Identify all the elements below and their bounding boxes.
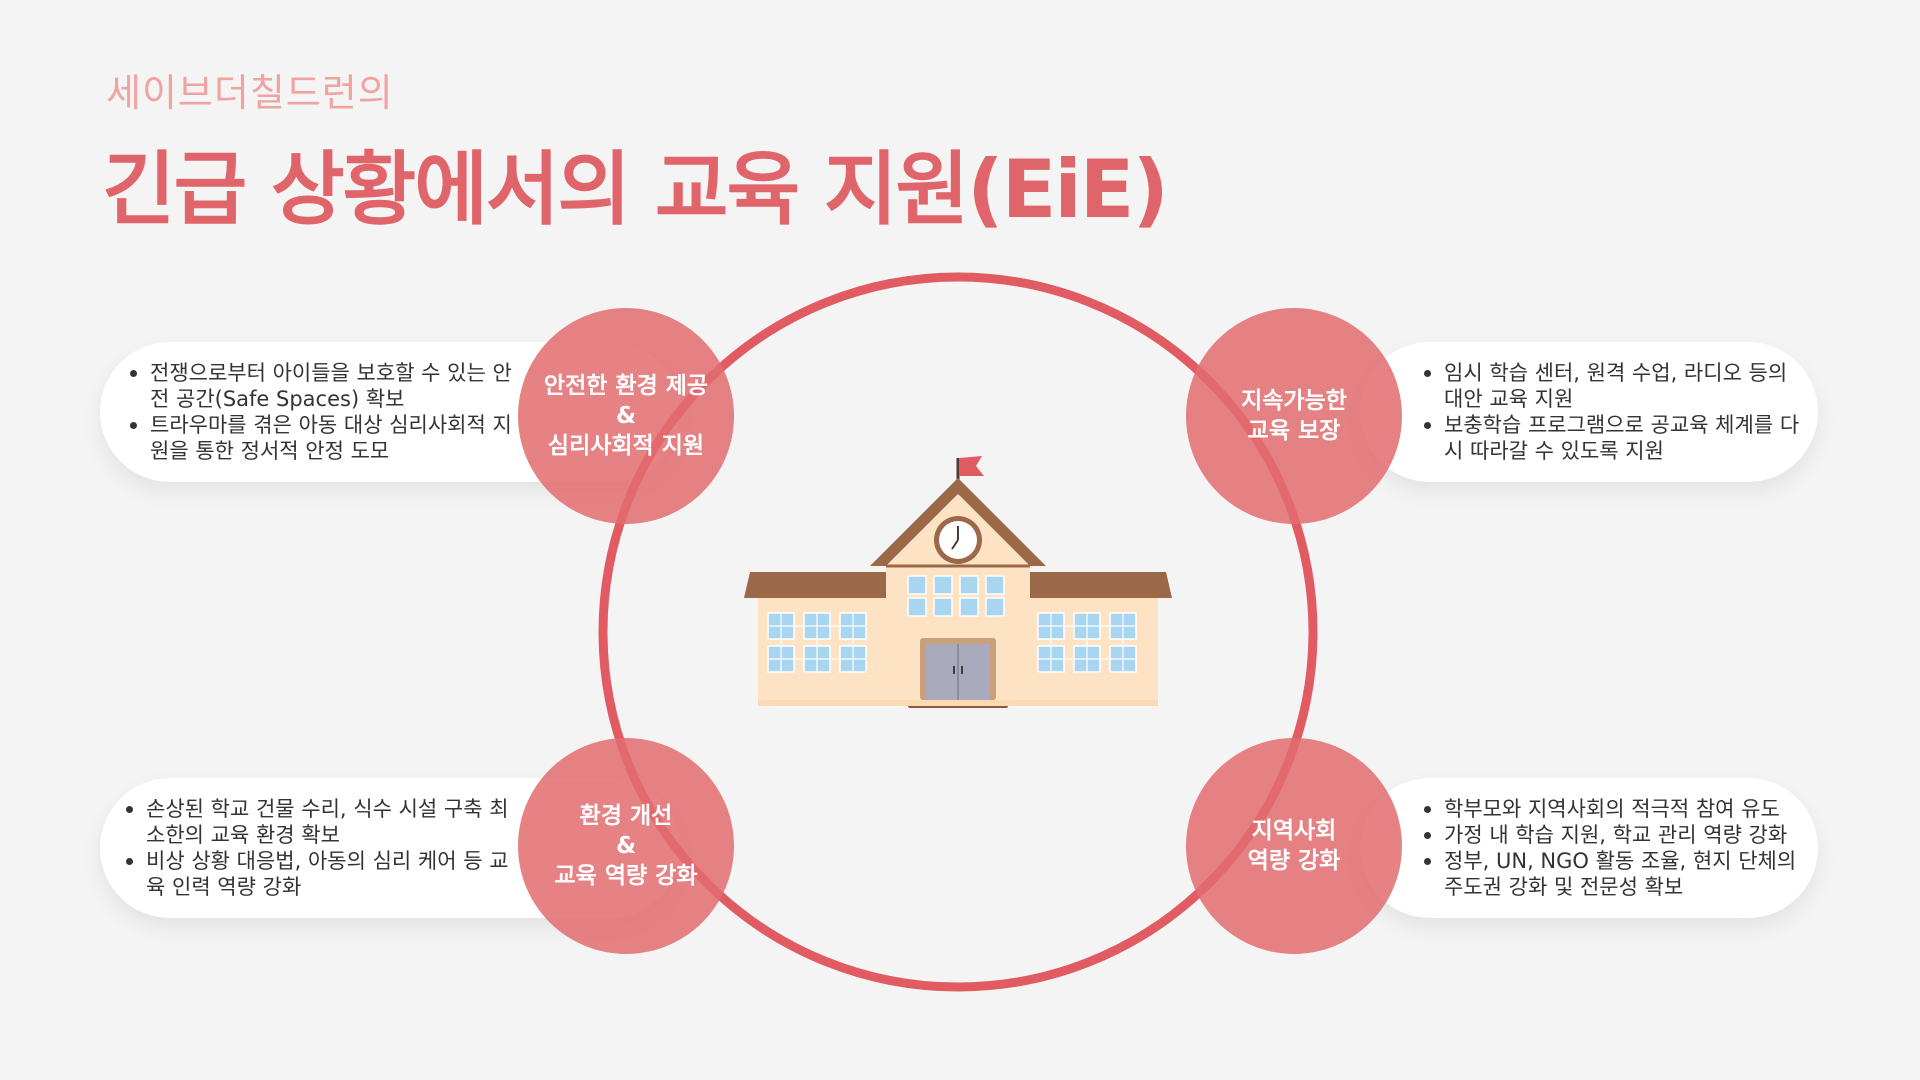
subtitle: 세이브더칠드런의	[106, 71, 394, 115]
list-item: 손상된 학교 건물 수리, 식수 시설 구축 최소한의 교육 환경 확보	[124, 796, 514, 848]
list-item: 정부, UN, NGO 활동 조율, 현지 단체의 주도권 강화 및 전문성 확…	[1422, 848, 1802, 900]
bubble-safe-environment: 안전한 환경 제공 & 심리사회적 지원	[518, 308, 734, 524]
bubble-community-capacity: 지역사회 역량 강화	[1186, 738, 1402, 954]
bubble-line: &	[615, 403, 637, 429]
bullet-list: 학부모와 지역사회의 적극적 참여 유도 가정 내 학습 지원, 학교 관리 역…	[1422, 796, 1802, 900]
list-item: 전쟁으로부터 아이들을 보호할 수 있는 안전 공간(Safe Spaces) …	[128, 360, 518, 412]
bubble-line: 안전한 환경 제공	[543, 373, 709, 399]
bubble-environment-improvement: 환경 개선 & 교육 역량 강화	[518, 738, 734, 954]
panel-sustainable-education: 임시 학습 센터, 원격 수업, 라디오 등의 대안 교육 지원 보충학습 프로…	[1360, 342, 1818, 482]
bullet-list: 전쟁으로부터 아이들을 보호할 수 있는 안전 공간(Safe Spaces) …	[128, 360, 518, 464]
bubble-line: 교육 역량 강화	[554, 863, 698, 889]
page-title: 긴급 상황에서의 교육 지원(EiE)	[102, 143, 1169, 236]
bubble-line: 역량 강화	[1247, 848, 1341, 874]
bubble-line: &	[615, 833, 637, 859]
bubble-sustainable-education: 지속가능한 교육 보장	[1186, 308, 1402, 524]
list-item: 보충학습 프로그램으로 공교육 체계를 다시 따라갈 수 있도록 지원	[1422, 412, 1802, 464]
bubble-line: 지속가능한	[1241, 388, 1347, 414]
bubble-line: 교육 보장	[1247, 418, 1341, 444]
school-building-icon	[744, 456, 1172, 708]
bubble-line: 지역사회	[1251, 818, 1337, 844]
list-item: 학부모와 지역사회의 적극적 참여 유도	[1422, 796, 1802, 822]
list-item: 임시 학습 센터, 원격 수업, 라디오 등의 대안 교육 지원	[1422, 360, 1802, 412]
bubble-line: 환경 개선	[579, 803, 673, 829]
list-item: 가정 내 학습 지원, 학교 관리 역량 강화	[1422, 822, 1802, 848]
panel-community-capacity: 학부모와 지역사회의 적극적 참여 유도 가정 내 학습 지원, 학교 관리 역…	[1360, 778, 1818, 918]
bullet-list: 손상된 학교 건물 수리, 식수 시설 구축 최소한의 교육 환경 확보 비상 …	[124, 796, 514, 900]
bubble-line: 심리사회적 지원	[547, 433, 705, 459]
list-item: 비상 상황 대응법, 아동의 심리 케어 등 교육 인력 역량 강화	[124, 848, 514, 900]
list-item: 트라우마를 겪은 아동 대상 심리사회적 지원을 통한 정서적 안정 도모	[128, 412, 518, 464]
bullet-list: 임시 학습 센터, 원격 수업, 라디오 등의 대안 교육 지원 보충학습 프로…	[1422, 360, 1802, 464]
